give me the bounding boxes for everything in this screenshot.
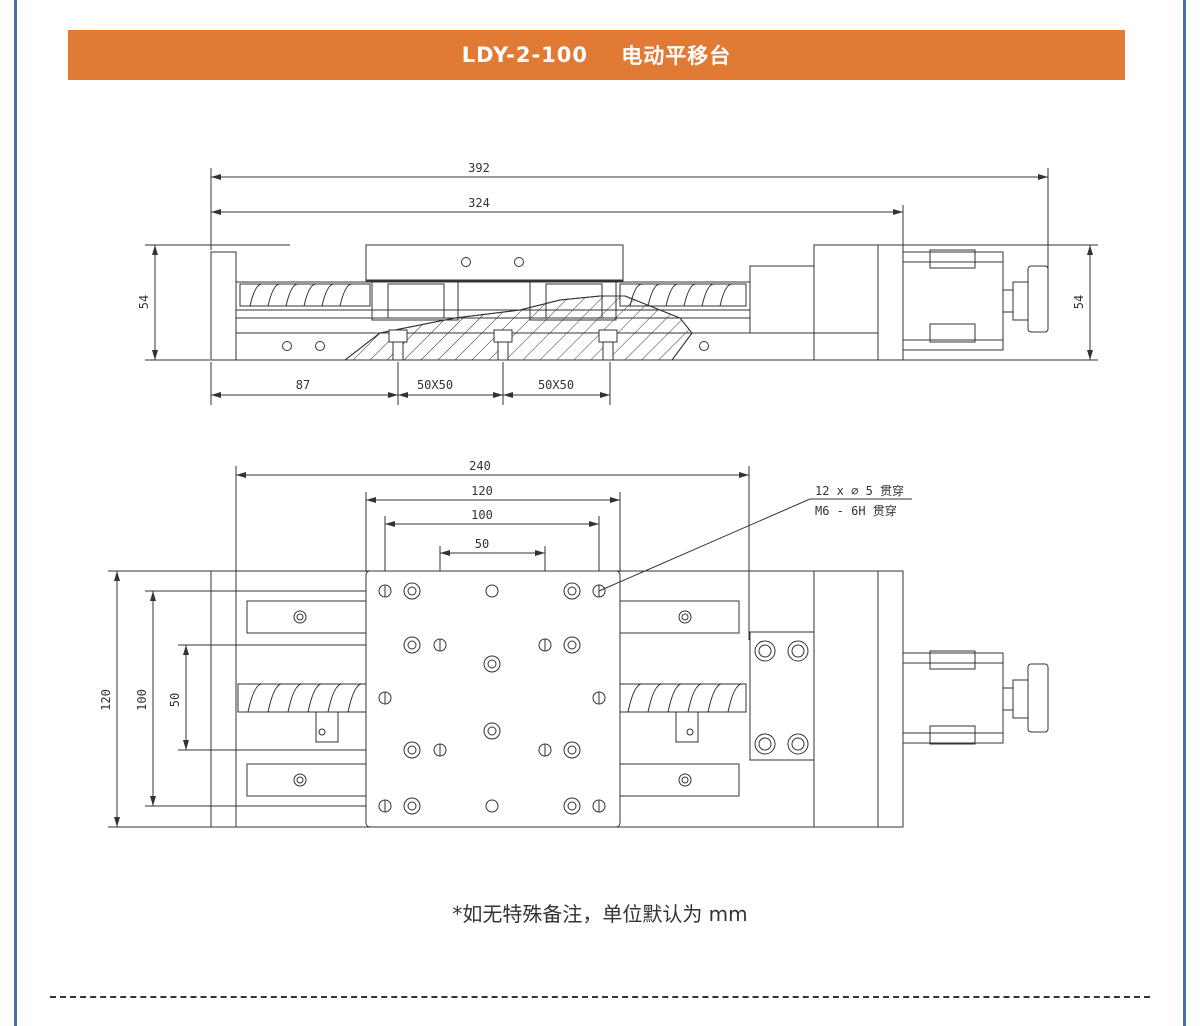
frame-left-border (14, 0, 17, 1026)
dim-324-label: 324 (468, 196, 490, 210)
dim-87-label: 87 (296, 378, 310, 392)
dim-120-vertical-label: 120 (99, 689, 113, 711)
dim-240-label: 240 (469, 459, 491, 473)
dim-100-horizontal-label: 100 (471, 508, 493, 522)
dim-50x50-label-2: 50X50 (538, 378, 574, 392)
dim-392-label: 392 (468, 161, 490, 175)
side-view (145, 168, 1098, 405)
dashed-divider (50, 996, 1150, 998)
frame-right-border (1183, 0, 1186, 1026)
dim-100-vertical-label: 100 (135, 689, 149, 711)
product-name: 电动平移台 (621, 44, 732, 68)
dim-120-horizontal-label: 120 (471, 484, 493, 498)
callout-thru-hole-label: 12 x ∅ 5 贯穿 (815, 483, 904, 498)
dim-54-right-label: 54 (1072, 295, 1086, 309)
title-bar: LDY-2-100 电动平移台 (68, 30, 1125, 80)
callout-thread-label: M6 - 6H 贯穿 (815, 503, 897, 518)
dim-50-horizontal-label: 50 (475, 537, 489, 551)
dim-54-left-label: 54 (137, 295, 151, 309)
dim-50-vertical-label: 50 (168, 693, 182, 707)
top-view (108, 466, 1049, 828)
model-number: LDY-2-100 (461, 43, 589, 67)
dim-50x50-label-1: 50X50 (417, 378, 453, 392)
unit-note: *如无特殊备注，单位默认为 mm (452, 902, 748, 926)
